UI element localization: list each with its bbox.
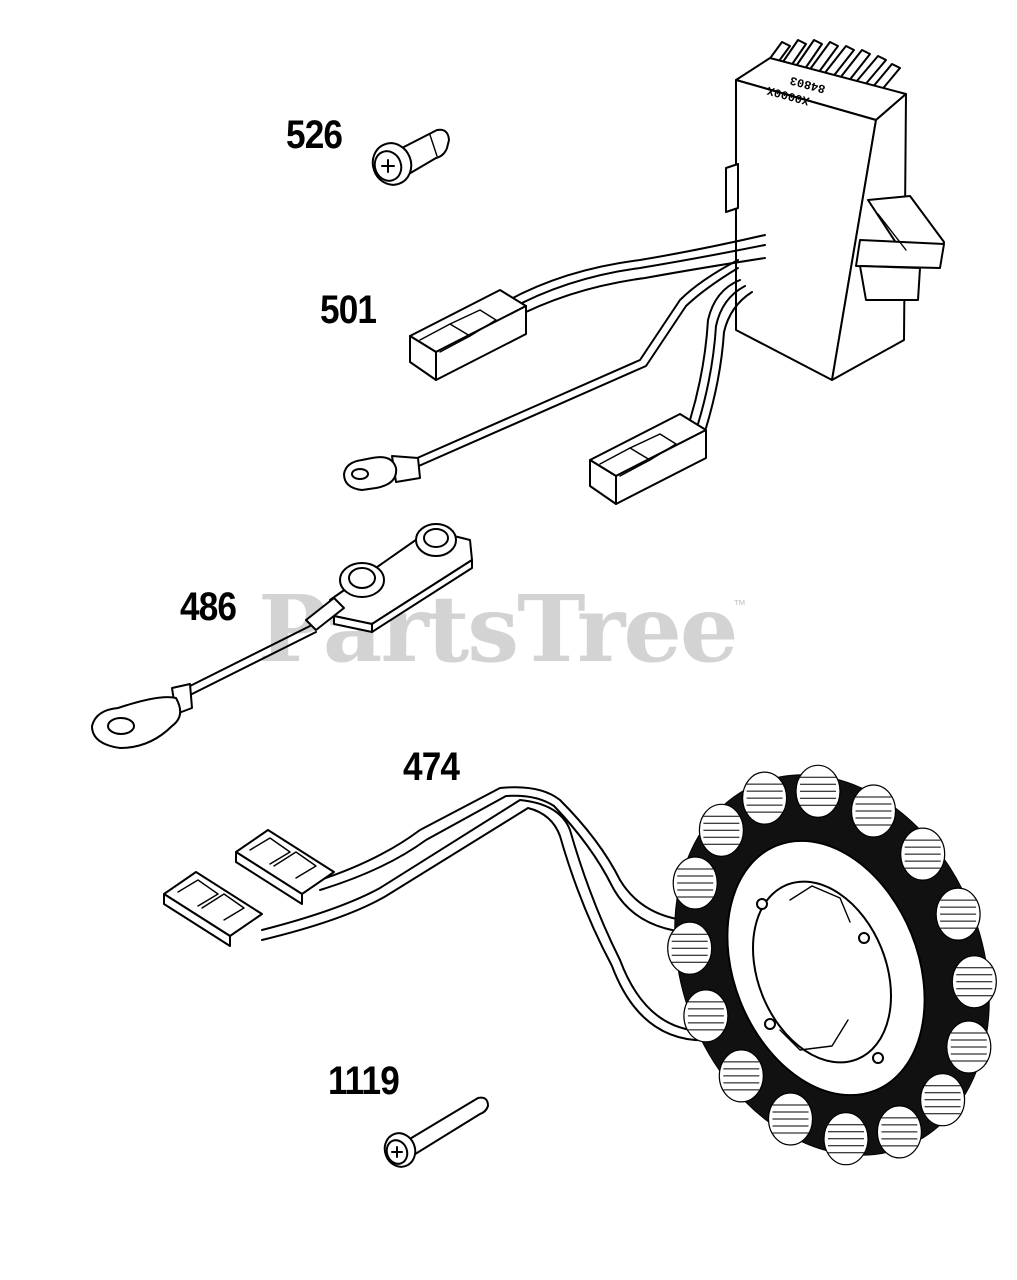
callout-486: 486 [180,585,237,629]
ground-strap-486-drawing [91,523,473,749]
screw-526-drawing [371,128,450,186]
callout-501: 501 [320,288,377,332]
stator-474-drawing [163,764,997,1166]
regulator-501-drawing: 84803 X0000X [343,39,945,505]
trademark-symbol: ™ [733,597,746,612]
callout-526: 526 [286,113,343,157]
callout-474: 474 [403,745,460,789]
callout-1119: 1119 [328,1059,400,1103]
bolt-1119-drawing [383,1096,489,1168]
